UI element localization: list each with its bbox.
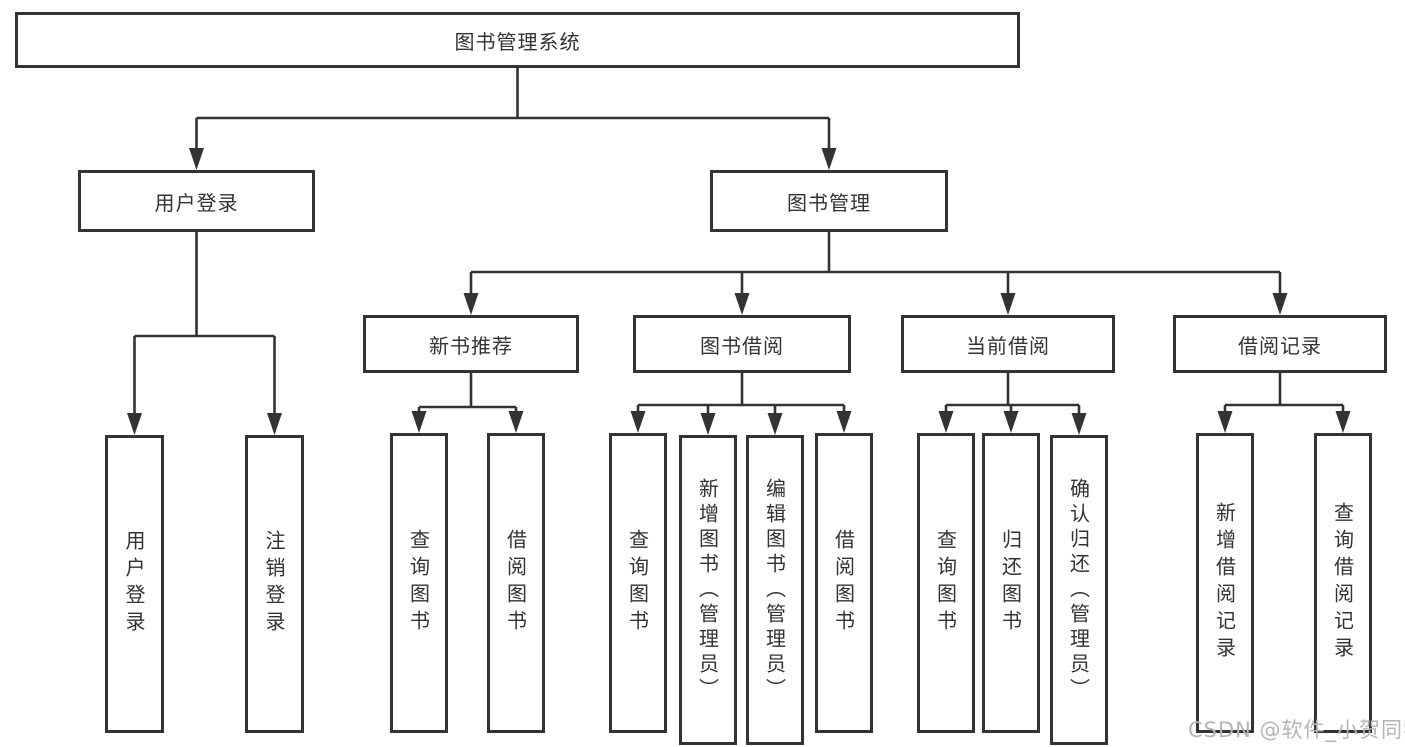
leaf-current-query-books: 查询图书: [917, 433, 975, 733]
leaf-current-return-books: 归还图书: [982, 433, 1040, 733]
node-borrow-records: 借阅记录: [1173, 315, 1387, 373]
leaf-records-query-record: 查询借阅记录: [1314, 433, 1372, 733]
watermark-text: CSDN @软件_小贺同学: [1188, 718, 1405, 742]
leaf-recommend-borrow-books: 借阅图书: [487, 433, 545, 733]
leaf-borrow-borrow-books: 借阅图书: [815, 433, 873, 733]
leaf-recommend-query-books: 查询图书: [390, 433, 448, 733]
leaf-current-confirm-return-admin: 确认归还（管理员）: [1050, 435, 1108, 745]
node-user-login: 用户登录: [78, 170, 315, 232]
leaf-borrow-query-books: 查询图书: [609, 433, 667, 733]
node-book-borrow: 图书借阅: [633, 315, 851, 373]
node-current-borrow: 当前借阅: [901, 315, 1115, 373]
leaf-borrow-edit-book-admin: 编辑图书（管理员）: [746, 435, 804, 745]
leaf-user-login: 用户登录: [105, 435, 164, 733]
node-book-management: 图书管理: [710, 170, 948, 232]
node-new-book-recommend: 新书推荐: [363, 315, 579, 373]
node-root: 图书管理系统: [15, 12, 1020, 68]
leaf-logout: 注销登录: [245, 435, 304, 733]
leaf-records-add-record: 新增借阅记录: [1196, 433, 1254, 733]
leaf-borrow-add-book-admin: 新增图书（管理员）: [679, 435, 737, 745]
